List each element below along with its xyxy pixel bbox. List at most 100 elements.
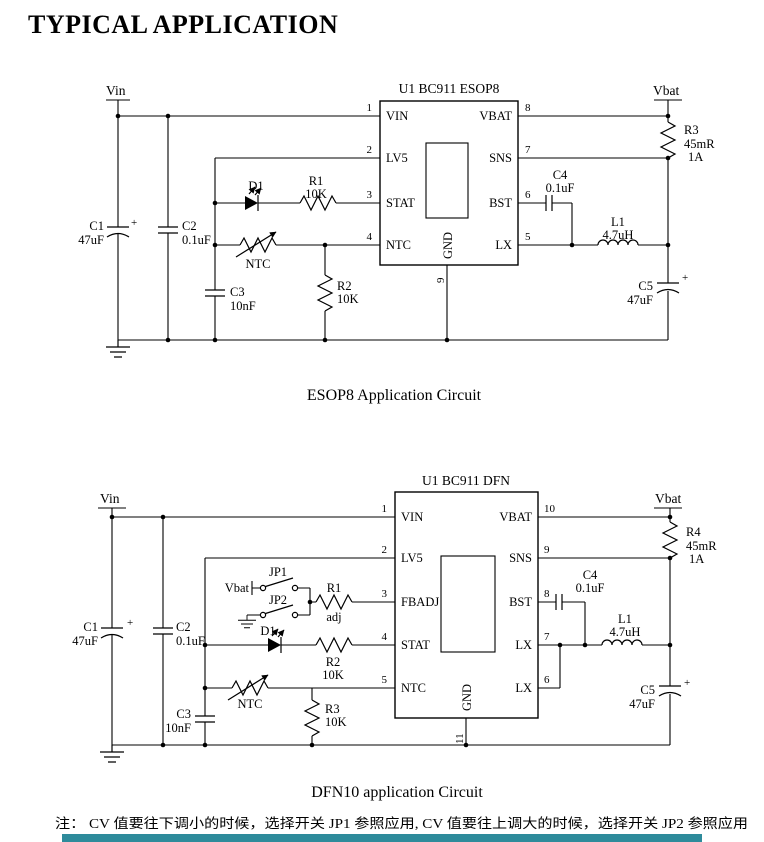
- pin-name: VIN: [386, 109, 408, 123]
- pin-name-gnd: GND: [441, 232, 455, 259]
- ntc-thermistor-symbol: [236, 232, 276, 257]
- jp1-vbat-label: Vbat: [225, 581, 250, 595]
- pin-number: 5: [525, 231, 531, 243]
- ntc-label: NTC: [238, 697, 263, 711]
- c2-ref: C2: [176, 620, 191, 634]
- c2-ref: C2: [182, 219, 197, 233]
- c1-ref: C1: [83, 620, 98, 634]
- pin-name: STAT: [386, 196, 415, 210]
- rail-vbat-label: Vbat: [653, 83, 679, 98]
- c3-value: 10nF: [165, 721, 191, 735]
- pin-number: 10: [544, 503, 556, 515]
- r2-ref: R2: [326, 655, 341, 669]
- pin-name: NTC: [401, 681, 426, 695]
- r3-value: 10K: [325, 715, 347, 729]
- d1-ref: D1: [260, 624, 275, 638]
- pin-number: 8: [544, 588, 550, 600]
- c4-ref: C4: [553, 168, 568, 182]
- esop8-circuit: U1 BC911 ESOP8 1 2 3 4 VIN LV5 STAT NTC …: [78, 81, 715, 404]
- c1-value: 47uF: [72, 634, 98, 648]
- dfn-circuit: U1 BC911 DFN 1 2 3 4 5 VIN LV5 FBADJ STA…: [72, 473, 717, 801]
- pin-name: FBADJ: [401, 595, 439, 609]
- inductor-l1-symbol: [601, 639, 643, 646]
- r3-ref: R3: [325, 702, 340, 716]
- pin-number: 4: [367, 231, 373, 243]
- r3-value2: 1A: [688, 150, 703, 164]
- dfn-caption: DFN10 application Circuit: [311, 784, 483, 801]
- pin-number: 1: [382, 503, 388, 515]
- esop8-caption: ESOP8 Application Circuit: [307, 387, 482, 404]
- l1-ref: L1: [611, 215, 625, 229]
- pin-name: STAT: [401, 638, 430, 652]
- rail-vbat-label: Vbat: [655, 491, 681, 506]
- pin-name-gnd: GND: [460, 684, 474, 711]
- pin-number: 3: [382, 588, 388, 600]
- pin-number: 7: [525, 144, 531, 156]
- pin-name: LV5: [401, 551, 423, 565]
- r1-ref: R1: [327, 581, 342, 595]
- dfn-polar-cap-arcs: [100, 633, 682, 697]
- resistor-r2-symbol: [317, 274, 333, 312]
- esop8-junction-dots: [115, 113, 671, 343]
- pin-name: BST: [489, 196, 512, 210]
- r3-ref: R3: [684, 123, 699, 137]
- r1-ref: R1: [309, 174, 324, 188]
- c4-ref: C4: [583, 568, 598, 582]
- l1-value: 4.7uH: [610, 625, 641, 639]
- dfn-capacitor-plates: [101, 594, 681, 723]
- rail-vin-label: Vin: [106, 83, 126, 98]
- resistor-r3-symbol: [660, 121, 676, 159]
- pin-name: VBAT: [499, 510, 532, 524]
- pin-number: 6: [544, 674, 550, 686]
- pin-name: LV5: [386, 151, 408, 165]
- r4-ref: R4: [686, 525, 701, 539]
- pin-number: 6: [525, 189, 531, 201]
- c1-polarity: +: [131, 217, 137, 229]
- ground-symbol: [99, 744, 125, 763]
- pin-name: LX: [495, 238, 512, 252]
- pin-name: VIN: [401, 510, 423, 524]
- page-title: TYPICAL APPLICATION: [28, 10, 338, 39]
- ic-thermal-pad: [425, 142, 469, 219]
- pin-name: SNS: [509, 551, 532, 565]
- pin-number: 5: [382, 674, 388, 686]
- application-note: 注： CV 值要往下调小的时候，选择开关 JP1 参照应用, CV 值要往上调大…: [55, 815, 748, 831]
- pin-number: 2: [382, 544, 388, 556]
- c5-ref: C5: [638, 279, 653, 293]
- c2-value: 0.1uF: [182, 233, 211, 247]
- esop8-capacitor-plates: [107, 195, 679, 297]
- pin-number: 2: [367, 144, 373, 156]
- c3-ref: C3: [176, 707, 191, 721]
- r3-value: 45mR: [684, 137, 715, 151]
- r2-ref: R2: [337, 279, 352, 293]
- c5-polarity: +: [682, 272, 688, 284]
- c1-polarity: +: [127, 617, 133, 629]
- ntc-label: NTC: [246, 257, 271, 271]
- c1-ref: C1: [89, 219, 104, 233]
- pin-name: LX: [515, 638, 532, 652]
- resistor-r3-symbol: [304, 699, 320, 737]
- dfn-wires: [98, 507, 682, 746]
- pin-name: VBAT: [479, 109, 512, 123]
- c5-polarity: +: [684, 677, 690, 689]
- r4-value2: 1A: [689, 552, 704, 566]
- jp1-ref: JP1: [269, 565, 287, 579]
- dfn-junction-dots: [109, 514, 673, 748]
- resistor-r2-symbol: [315, 637, 353, 653]
- switch-jp1-symbol: [259, 577, 299, 592]
- pin-name: LX: [515, 681, 532, 695]
- c5-value: 47uF: [629, 697, 655, 711]
- c3-value: 10nF: [230, 299, 256, 313]
- r2-value: 10K: [322, 668, 344, 682]
- pin-name: BST: [509, 595, 532, 609]
- resistor-r1-symbol: [315, 594, 353, 610]
- table-header-band: [62, 834, 702, 842]
- c3-ref: C3: [230, 285, 245, 299]
- pin-number: 1: [367, 102, 373, 114]
- d1-ref: D1: [248, 179, 263, 193]
- pin-number: 3: [367, 189, 373, 201]
- r1-value: 10K: [305, 187, 327, 201]
- c5-ref: C5: [640, 683, 655, 697]
- pin-number: 9: [544, 544, 550, 556]
